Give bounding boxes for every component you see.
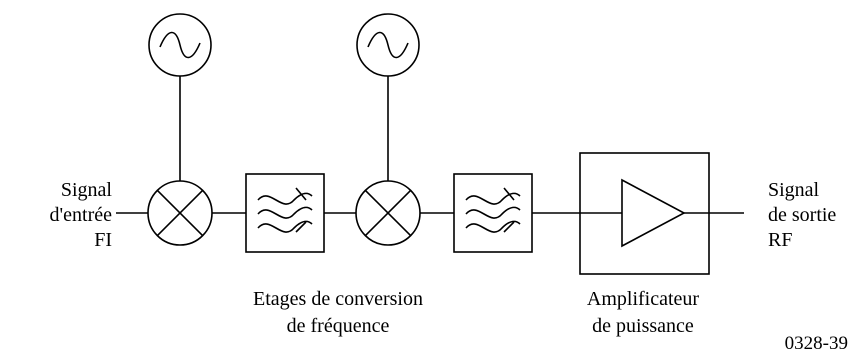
filter-1 — [245, 173, 325, 253]
mixer-icon — [147, 180, 213, 246]
conversion-caption-line2: de fréquence — [287, 315, 390, 337]
bandpass-filter-icon — [453, 173, 533, 253]
reference-code: 0328-39 — [785, 333, 848, 354]
input-label-line1: Signal — [61, 179, 113, 201]
bandpass-filter-icon — [245, 173, 325, 253]
amplifier-caption: Amplificateur de puissance — [587, 288, 700, 337]
mixer-2 — [355, 180, 421, 246]
power-amplifier — [579, 152, 710, 275]
oscillator-icon — [148, 13, 212, 77]
amplifier-caption-line1: Amplificateur — [587, 288, 700, 310]
oscillator-icon — [356, 13, 420, 77]
amplifier-triangle-icon — [621, 178, 686, 248]
amplifier-box — [579, 152, 710, 275]
output-signal-label: Signal de sortie RF — [768, 179, 836, 251]
oscillator-1 — [148, 13, 212, 181]
mixer-icon — [355, 180, 421, 246]
input-signal-label: Signal d'entrée FI — [50, 179, 113, 251]
output-label-line2: de sortie — [768, 204, 836, 226]
oscillator-2 — [356, 13, 420, 181]
output-label-line3: RF — [768, 229, 792, 251]
input-label-line3: FI — [94, 229, 112, 251]
output-label-line1: Signal — [768, 179, 820, 201]
filter-2 — [453, 173, 533, 253]
input-label-line2: d'entrée — [50, 204, 113, 226]
conversion-caption: Etages de conversion de fréquence — [253, 288, 423, 337]
amplifier-caption-line2: de puissance — [592, 315, 694, 337]
conversion-caption-line1: Etages de conversion — [253, 288, 423, 310]
mixer-1 — [147, 180, 213, 246]
